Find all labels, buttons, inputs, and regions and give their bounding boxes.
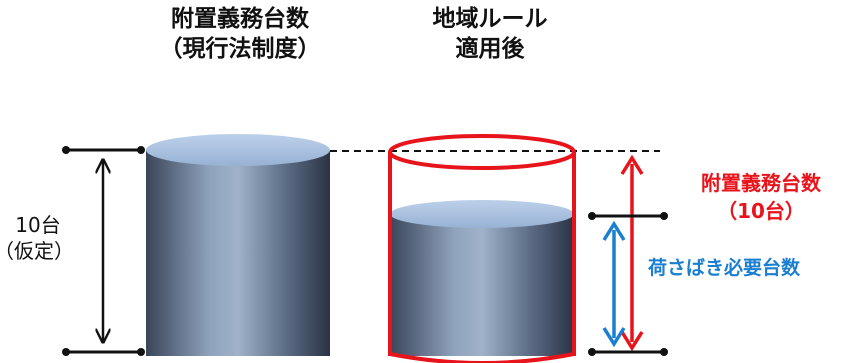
cylinder-local-rule-outline (388, 134, 576, 363)
heading-local-rule-line1: 地域ルール (432, 6, 548, 32)
heading-local-rule-line2: 適用後 (455, 36, 525, 62)
left-count-line2: （仮定） (0, 239, 74, 263)
required-count-line1: 附置義務台数 (701, 171, 822, 195)
required-dimension-arrow (620, 154, 644, 352)
heading-current-system: 附置義務台数 （現行法制度） (130, 4, 350, 64)
cylinder-loading-fill (390, 200, 574, 356)
required-count-label: 附置義務台数 （10台） (701, 171, 822, 223)
left-count-line1: 10台 (15, 213, 60, 237)
heading-current-line2: （現行法制度） (159, 36, 321, 62)
heading-local-rule: 地域ルール 適用後 (380, 4, 600, 64)
required-count-line2: （10台） (717, 199, 805, 223)
heading-current-line1: 附置義務台数 (171, 6, 309, 32)
left-dimension (62, 146, 145, 356)
loading-dimension-arrow (588, 212, 668, 356)
loading-count-label: 荷さばき必要台数 (648, 256, 801, 279)
left-count-label: 10台 （仮定） (0, 213, 74, 263)
cylinder-current (146, 134, 330, 356)
